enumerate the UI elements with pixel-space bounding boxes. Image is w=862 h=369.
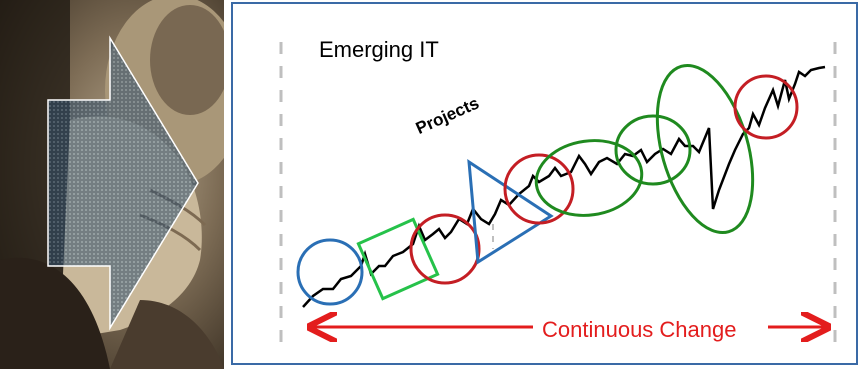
person-photo-icon [0,0,224,369]
diagram-heading: Emerging IT [319,37,439,62]
green-ellipse-shape-1 [534,139,644,217]
red-circle-shape-1 [409,213,481,285]
diagram-canvas [279,42,837,354]
green-ellipse-shape-3 [655,63,755,235]
blue-circle-shape [296,238,364,306]
photo-panel [0,0,224,369]
continuous-change-label: Continuous Change [539,317,740,343]
blue-triangle-shape [467,159,554,265]
red-circle-shape-3 [733,74,799,140]
diagram-frame: Emerging IT Projects Continuous Change [231,2,858,365]
green-ellipse-shape-2 [614,114,692,186]
green-rectangle-shape [356,217,440,301]
translucent-arrow-icon [47,35,199,331]
trend-line [302,65,826,308]
red-circle-shape-2 [503,153,575,225]
